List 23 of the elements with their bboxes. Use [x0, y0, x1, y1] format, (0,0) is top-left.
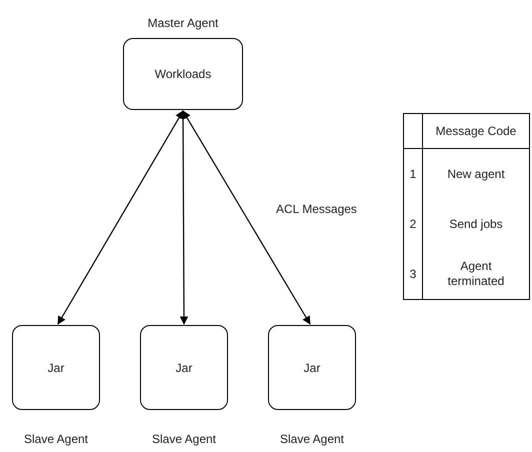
box-label: Jar — [48, 360, 64, 376]
arrow — [57, 110, 184, 325]
table-cell: 2 — [404, 199, 423, 249]
box-label: Jar — [176, 360, 192, 376]
box-label: Workloads — [154, 66, 212, 83]
node-caption: Slave Agent — [278, 431, 346, 448]
rounded-box — [268, 325, 356, 410]
table-cell-text: Send jobs — [448, 216, 504, 232]
box-label: Jar — [304, 360, 320, 376]
table-cell-text: New agent — [446, 166, 506, 182]
table-cell: 1 — [404, 149, 423, 199]
node-caption: Slave Agent — [22, 431, 90, 448]
table-cell: 3 — [404, 249, 423, 299]
arrow — [182, 110, 311, 325]
arrow — [178, 110, 188, 325]
table-cell-text: Agent terminated — [446, 258, 506, 290]
rounded-box — [123, 38, 243, 110]
rounded-box — [140, 325, 228, 410]
node-caption: Master Agent — [146, 15, 220, 32]
rounded-box — [12, 325, 100, 410]
node-caption: Slave Agent — [150, 431, 218, 448]
annotation: ACL Messages — [276, 201, 357, 218]
table-header: Message Code — [423, 114, 529, 149]
